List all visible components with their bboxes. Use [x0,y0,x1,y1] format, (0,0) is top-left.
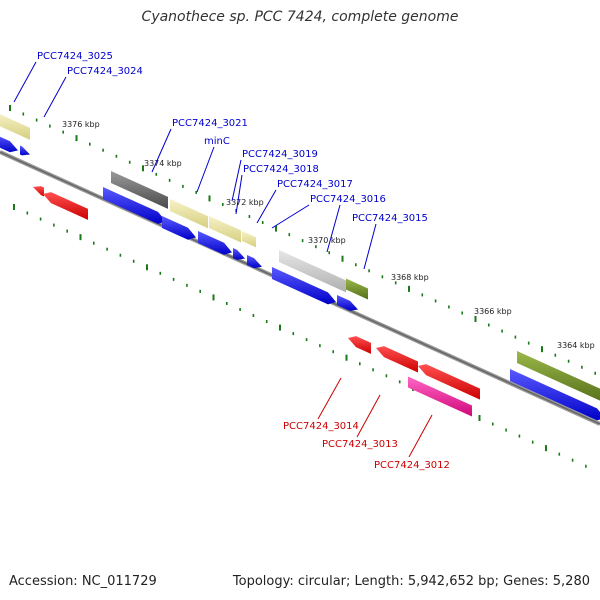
leader-line [363,223,377,270]
cds-feature [20,145,30,156]
gene-label[interactable]: PCC7424_3025 [37,51,113,62]
scale-label: 3370 kbp [308,236,346,245]
leader-line [13,61,37,103]
scale-label: 3376 kbp [62,120,100,129]
leader-line [196,146,215,193]
gene-label[interactable]: PCC7424_3013 [322,439,398,450]
cds-feature [348,336,371,354]
gene-feature [279,250,346,293]
cds-feature [272,267,336,305]
gene-feature [408,376,472,417]
scale-labels: 3376 kbp 3374 kbp 3372 kbp 3370 kbp 3368 kbp… [62,120,595,350]
gene-label[interactable]: PCC7424_3018 [243,164,319,175]
gene-label[interactable]: PCC7424_3016 [310,194,386,205]
gene-feature [111,171,168,209]
cds-feature [247,255,262,269]
upper-scale-ticks [9,105,597,375]
leader-line [317,377,342,420]
scale-label: 3364 kbp [557,341,595,350]
gene-label[interactable]: PCC7424_3024 [67,66,143,77]
scale-label: 3366 kbp [474,307,512,316]
leader-line [326,204,341,253]
gene-label[interactable]: minC [204,136,230,147]
cds-feature [337,295,358,311]
gene-feature [170,199,208,229]
cds-feature [103,187,166,224]
accession-label: Accession: NC_011729 [9,574,157,589]
gene-feature [242,231,256,248]
gene-label[interactable]: PCC7424_3014 [283,421,359,432]
map-title: Cyanothece sp. PCC 7424, complete genome [141,9,459,25]
leader-line [231,159,242,202]
gene-feature [0,114,30,140]
gene-feature [209,216,241,243]
gene-label[interactable]: PCC7424_3017 [277,179,353,190]
cds-feature [376,346,418,373]
cds-feature [33,186,44,197]
leader-line [271,204,310,229]
gene-label[interactable]: PCC7424_3019 [242,149,318,160]
cds-feature [43,192,88,220]
gene-label[interactable]: PCC7424_3021 [172,118,248,129]
cds-feature [510,369,600,421]
leader-line [151,128,172,173]
leader-line [43,76,67,118]
cds-feature [233,248,245,260]
leader-line [356,394,381,438]
leader-line [256,189,277,224]
label-leader-lines [13,61,433,458]
gene-label[interactable]: PCC7424_3015 [352,213,428,224]
leader-line [235,174,243,215]
cds-feature [0,136,18,153]
scale-label: 3374 kbp [144,159,182,168]
gene-feature [346,278,368,300]
cds-feature [162,216,196,240]
leader-line [408,414,433,458]
gene-feature [517,351,600,401]
gene-features [0,114,600,421]
cds-feature [418,364,480,400]
genome-summary: Topology: circular; Length: 5,942,652 bp… [232,574,590,589]
cds-feature [198,231,232,255]
gene-label[interactable]: PCC7424_3012 [374,460,450,471]
scale-label: 3372 kbp [226,198,264,207]
scale-label: 3368 kbp [391,273,429,282]
